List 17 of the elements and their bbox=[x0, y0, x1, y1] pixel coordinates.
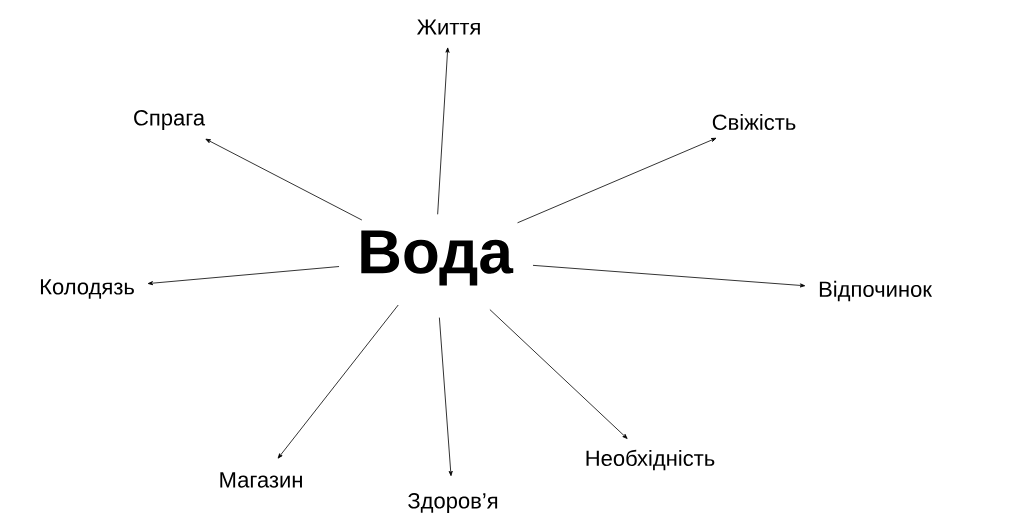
arrow bbox=[147, 266, 340, 286]
word-label: Колодязь bbox=[40, 279, 134, 299]
center-word: Вода bbox=[361, 230, 514, 286]
arrow bbox=[439, 317, 453, 477]
word-label: Необхідність bbox=[586, 449, 715, 471]
word-label: Здоров’я bbox=[408, 493, 498, 513]
arrow bbox=[489, 309, 628, 439]
arrow bbox=[277, 304, 399, 459]
word-label: Магазин bbox=[220, 472, 302, 488]
arrow bbox=[205, 138, 363, 221]
word-label: Життя bbox=[416, 19, 480, 35]
word-label: Спрага bbox=[134, 110, 206, 130]
arrow bbox=[517, 137, 717, 224]
word-label: Відпочинок bbox=[819, 280, 933, 302]
arrow bbox=[437, 47, 450, 215]
word-label: Свіжість bbox=[712, 113, 796, 131]
arrow bbox=[532, 264, 806, 288]
